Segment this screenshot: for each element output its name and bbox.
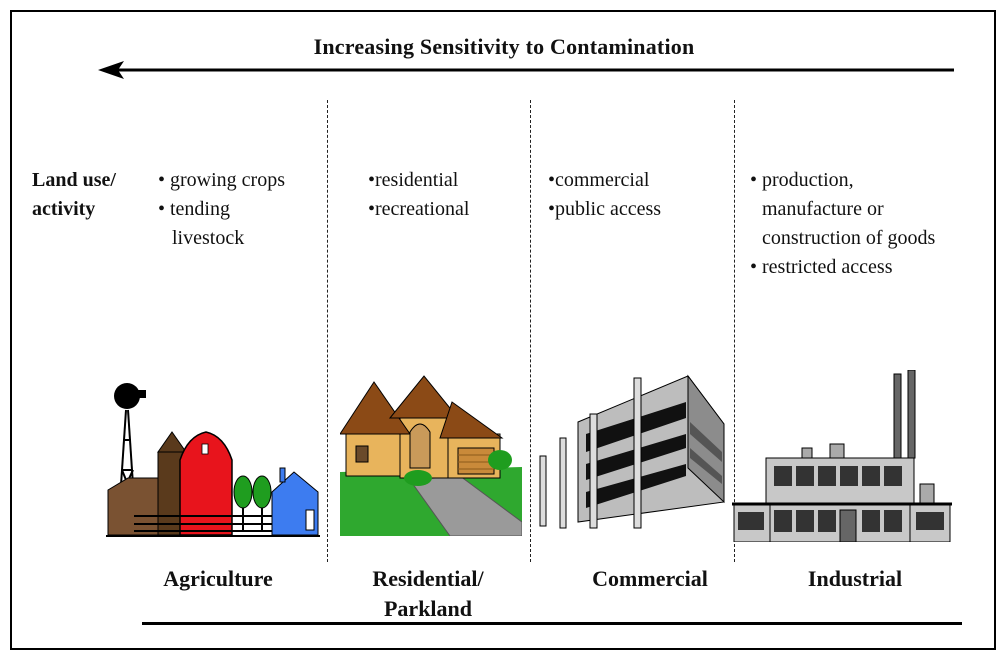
category-label-line: Agriculture xyxy=(163,566,273,591)
activity-item: •recreational xyxy=(368,198,470,220)
industrial-activities: • production, manufacture or constructio… xyxy=(750,166,935,282)
row-label-line: activity xyxy=(32,198,96,220)
activity-item: construction of goods xyxy=(762,227,936,249)
commercial-activities: •commercial •public access xyxy=(548,166,661,224)
sensitivity-arrow-icon xyxy=(98,61,954,79)
farm-icon xyxy=(106,383,320,537)
category-label-line: Industrial xyxy=(807,566,903,591)
activity-item: •commercial xyxy=(548,169,650,191)
divider-3 xyxy=(734,100,735,562)
row-label-land-use: Land use/ activity xyxy=(32,166,116,224)
bottom-rule xyxy=(142,622,962,625)
factory-icon xyxy=(732,370,952,542)
category-label-line: Parkland xyxy=(383,596,473,621)
activity-item: livestock xyxy=(172,227,245,249)
activity-item: • growing crops xyxy=(158,169,285,191)
divider-2 xyxy=(530,100,531,562)
residential-activities: •residential •recreational xyxy=(368,166,469,224)
diagram-title: Increasing Sensitivity to Contamination xyxy=(313,34,695,59)
activity-item: • restricted access xyxy=(750,256,893,278)
category-residential: Residential/ Parkland xyxy=(340,564,516,624)
category-label-line: Residential/ xyxy=(372,566,484,591)
figure-frame xyxy=(10,10,996,650)
category-industrial: Industrial xyxy=(760,564,950,594)
activity-item: •residential xyxy=(368,169,459,191)
agriculture-activities: • growing crops • tending livestock xyxy=(158,166,285,253)
activity-item: • tending xyxy=(158,198,230,220)
divider-1 xyxy=(327,100,328,562)
category-agriculture: Agriculture xyxy=(118,564,318,594)
office-building-icon xyxy=(539,374,725,529)
activity-item: •public access xyxy=(548,198,662,220)
category-label-line: Commercial xyxy=(592,566,708,591)
activity-item: • production, xyxy=(750,169,854,191)
activity-item: manufacture or xyxy=(762,198,884,220)
row-label-line: Land use/ xyxy=(32,169,116,191)
category-commercial: Commercial xyxy=(560,564,740,594)
house-icon xyxy=(340,372,522,536)
